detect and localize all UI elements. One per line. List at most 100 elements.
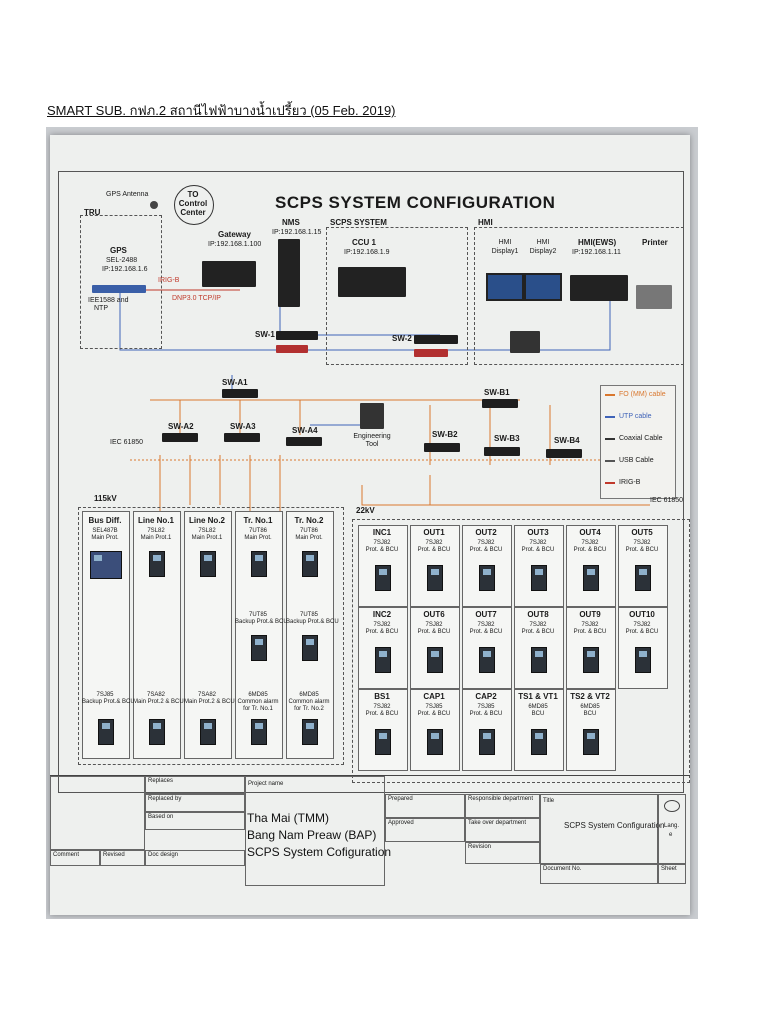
relay-device <box>531 729 547 755</box>
bay-label: for Tr. No.2 <box>294 706 324 712</box>
to-label: TO <box>187 190 199 199</box>
hmi-ews-label: HMI(EWS) <box>578 238 617 247</box>
legend-coax-swatch <box>605 438 615 440</box>
relay-device <box>531 565 547 591</box>
tb-prepared: Prepared <box>385 794 465 818</box>
bay-label: SEL487B <box>92 528 118 534</box>
tb-revision: Revision <box>465 842 540 864</box>
legend-utp: UTP cable <box>619 413 652 420</box>
ews-laptop <box>510 331 540 353</box>
hmi-ews-device <box>570 275 628 301</box>
swb3-device <box>484 447 520 456</box>
sw1-red-module <box>276 345 308 353</box>
tb-lang-cell <box>658 794 686 864</box>
drawing-sheet: SCPS SYSTEM CONFIGURATION GPS Antenna TO… <box>50 135 690 915</box>
bay-label: 7UT85 <box>248 612 267 618</box>
bay-label: OUT8 <box>527 610 549 619</box>
relay-device <box>375 729 391 755</box>
center-label: Center <box>180 208 206 217</box>
diagram-title: SCPS SYSTEM CONFIGURATION <box>275 193 556 212</box>
bay-label: 7SJ82 <box>581 540 599 546</box>
hmi1-line2: Display1 <box>491 248 519 255</box>
bay-label: 7SJ82 <box>581 622 599 628</box>
bay-label: Prot. & BCU <box>469 547 503 553</box>
hmi2-line2: Display2 <box>529 248 557 255</box>
bay-label: Prot. & BCU <box>573 547 607 553</box>
bay-label: 7SJ82 <box>477 540 495 546</box>
kv22-label: 22kV <box>356 506 375 515</box>
bay-label: Prot. & BCU <box>469 711 503 717</box>
tb-project-line1: Tha Mai (TMM) <box>247 811 329 825</box>
ptp-label-1: IEE1588 and <box>88 297 129 304</box>
tb-take-over: Take over department <box>465 818 540 842</box>
gps-ip: IP:192.168.1.6 <box>102 266 148 273</box>
bay-label: 7SL82 <box>147 528 165 534</box>
tru-label: TRU <box>84 208 101 217</box>
bay-label: 7SJ82 <box>529 540 547 546</box>
tru-box <box>80 215 162 349</box>
hmi-ews-ip: IP:192.168.1.11 <box>572 249 621 256</box>
swa3-label: SW-A3 <box>230 422 256 431</box>
bay-label: 7SA82 <box>197 692 216 698</box>
tb-title-value: SCPS System Configuration <box>564 821 665 830</box>
bay-label: TS2 & VT2 <box>570 692 610 701</box>
bay-label: 7SJ82 <box>373 704 391 710</box>
tb-sheet: Sheet <box>658 864 686 884</box>
relay-device <box>375 647 391 673</box>
swa1-device <box>222 389 258 398</box>
kv115-label: 115kV <box>94 494 117 503</box>
control-center-circle <box>174 185 214 225</box>
bay-label: for Tr. No.1 <box>243 706 273 712</box>
relay-device <box>98 719 114 745</box>
relay-device <box>635 565 651 591</box>
tb-document-no: Document No. <box>540 864 658 884</box>
bay-label: 7SJ82 <box>633 540 651 546</box>
bay-label: CAP1 <box>423 692 445 701</box>
gateway-ip: IP:192.168.1.100 <box>208 241 262 248</box>
swb1-device <box>482 399 518 408</box>
hmi-label: HMI <box>478 218 493 227</box>
bay-label: 7SJ82 <box>373 622 391 628</box>
tb-project-cell <box>245 776 385 886</box>
relay-device <box>302 719 318 745</box>
bay-label: Main Prot.2 & BCU <box>133 699 184 705</box>
sw1-label: SW-1 <box>255 330 275 339</box>
relay-device <box>302 635 318 661</box>
ccu-ip: IP:192.168.1.9 <box>344 249 390 256</box>
swb3-label: SW-B3 <box>494 434 520 443</box>
bay-label: OUT2 <box>475 528 497 537</box>
legend-utp-swatch <box>605 416 615 418</box>
bay-label: 7UT86 <box>299 528 318 534</box>
relay-device <box>427 565 443 591</box>
relay-device <box>479 647 495 673</box>
photo-caption: SMART SUB. กฟภ.2 สถานีไฟฟ้าบางน้ำเปรี้ยว… <box>47 103 396 118</box>
bay-label: Prot. & BCU <box>625 547 659 553</box>
drawing-frame <box>58 171 684 793</box>
relay-device <box>427 729 443 755</box>
gateway-device <box>202 261 256 287</box>
swa4-label: SW-A4 <box>292 426 318 435</box>
bay-label: OUT9 <box>579 610 601 619</box>
bay-label: Prot. & BCU <box>365 629 399 635</box>
eng-tool-line1: Engineering <box>353 433 391 440</box>
legend-coax: Coaxial Cable <box>619 435 663 442</box>
relay-device <box>583 565 599 591</box>
scps-system-box <box>326 227 468 365</box>
swb4-device <box>546 449 582 458</box>
bay-label: 7SJ82 <box>373 540 391 546</box>
sw2-label: SW-2 <box>392 334 412 343</box>
bay-22kv <box>566 525 616 607</box>
bay-label: Common alarm <box>288 699 330 705</box>
sw2-device <box>414 335 458 344</box>
ccu-device <box>338 267 406 297</box>
bay-label: 6MD85 <box>580 704 600 710</box>
sw2-red-module <box>414 349 448 357</box>
bay-label: 7SJ82 <box>529 622 547 628</box>
gps-device <box>92 285 146 293</box>
bay-label: BCU <box>583 711 597 717</box>
tb-lang-value: e <box>669 832 673 838</box>
bay-label: Backup Prot.& BCU <box>235 619 288 625</box>
tb-project-name-label: Project name <box>248 781 284 787</box>
cable-legend: FO (MM) cable UTP cable Coaxial Cable US… <box>600 385 676 499</box>
tb-approved: Approved <box>385 818 465 842</box>
